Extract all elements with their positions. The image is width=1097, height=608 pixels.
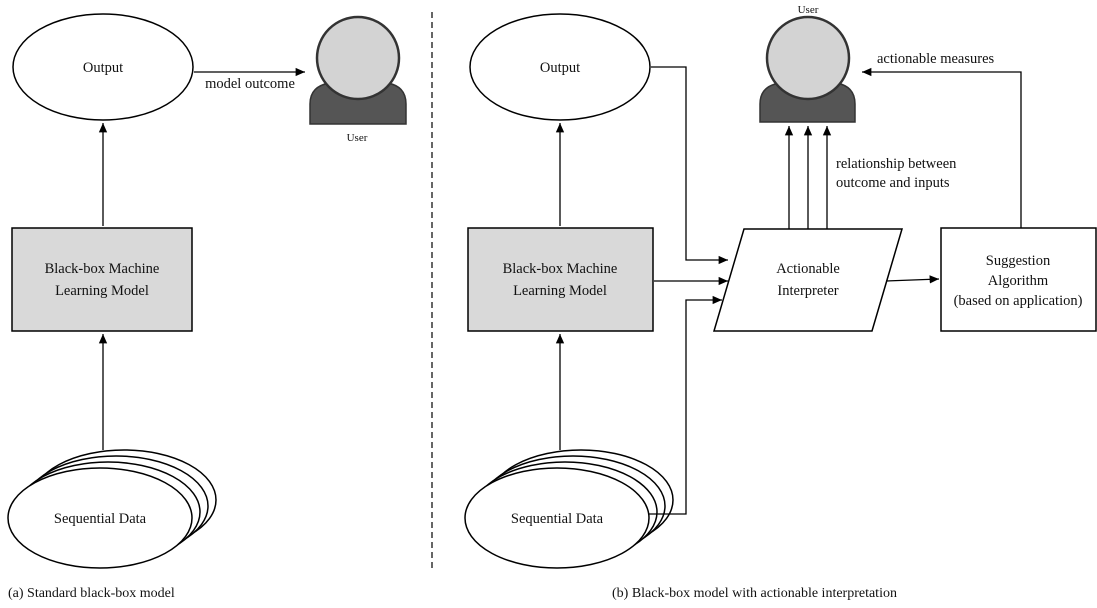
edge-data-to-interpreter [649,295,722,515]
suggestion-label-line1: Suggestion [986,253,1051,269]
edge-output-to-interpreter [651,66,728,265]
model-node-b [467,227,654,332]
output-node-a [12,13,194,121]
edge-model-outcome-label: model outcome [205,76,295,92]
user-icon-b [759,15,856,123]
model-label-b-line1: Black-box Machine [503,261,618,277]
model-label-a-line2: Learning Model [55,283,149,299]
data-label-b: Sequential Data [511,511,604,527]
user-label-b: User [798,4,819,16]
interpreter-label-line2: Interpreter [777,283,838,299]
suggestion-node [940,227,1097,332]
data-node-b [464,449,674,569]
model-node-a [11,227,193,332]
model-label-b-line2: Learning Model [513,283,607,299]
data-label-a: Sequential Data [54,511,147,527]
output-label-a: Output [83,60,123,76]
interpreter-label-line1: Actionable [776,261,840,277]
suggestion-label-line2: Algorithm [988,273,1049,289]
edge-interpreter-to-suggestion [885,275,940,284]
data-node-a [7,449,217,569]
panel-a: Output model outcome User Black-box Mach… [7,13,407,601]
output-label-b: Output [540,60,580,76]
edge-actionable-measures-label: actionable measures [877,51,995,67]
output-node-b [469,13,651,121]
caption-a: (a) Standard black-box model [8,586,175,601]
suggestion-label-line3: (based on application) [954,293,1083,309]
interpreter-node [712,228,904,332]
user-icon-a [309,15,407,125]
edge-relationship-label-line1: relationship between [836,156,957,172]
edge-actionable-measures [862,67,1022,228]
edge-relationship-label-line2: outcome and inputs [836,175,950,191]
model-label-a-line1: Black-box Machine [45,261,160,277]
user-label-a: User [347,132,368,144]
panel-b: Output Black-box Machine Learning Model … [464,4,1097,601]
caption-b: (b) Black-box model with actionable inte… [612,586,897,601]
